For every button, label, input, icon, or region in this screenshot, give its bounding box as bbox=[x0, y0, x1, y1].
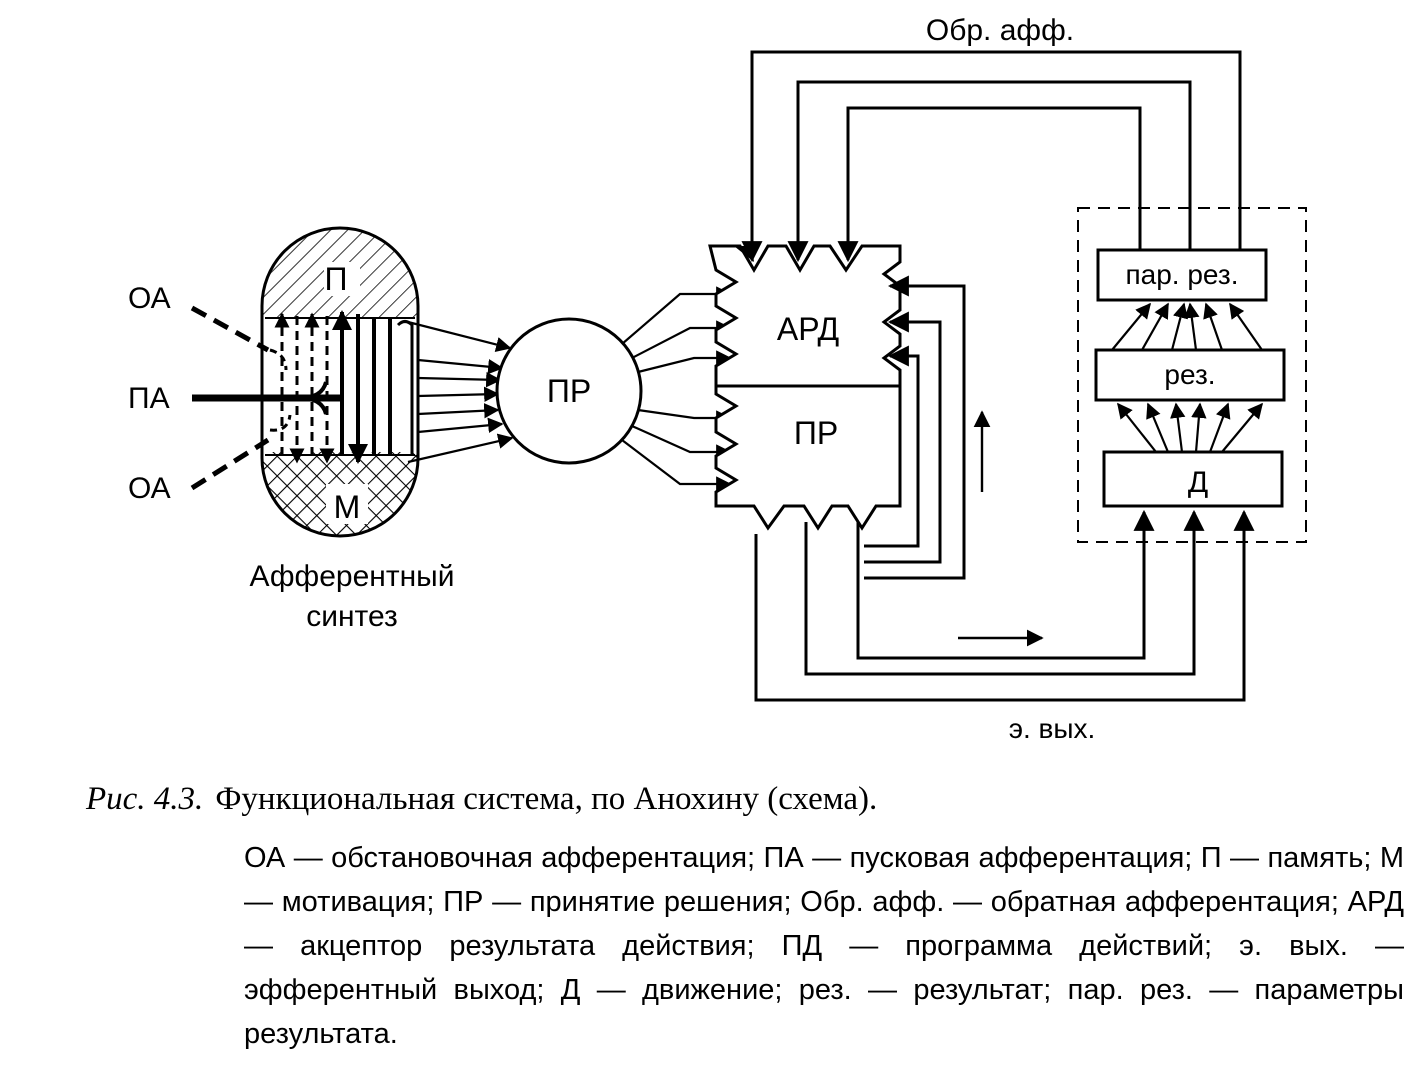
figure-title: Функциональная система, по Анохину (схем… bbox=[215, 781, 878, 817]
figure-number: Рис. 4.3. bbox=[86, 781, 204, 817]
feedback-label: Обр. афф. bbox=[926, 14, 1074, 47]
synthesis-to-decision-arrows bbox=[407, 320, 514, 464]
result-to-params-arrows bbox=[1111, 302, 1263, 351]
result-params-box bbox=[1096, 248, 1268, 302]
figure-legend: ОА — обстановочная афферентация; ПА — пу… bbox=[244, 842, 1404, 1050]
result-params-label: пар. рез. bbox=[1125, 259, 1238, 290]
figure-caption: Рис. 4.3. Функциональная система, по Анох… bbox=[86, 778, 1406, 820]
efferent-output-label: э. вых. bbox=[1009, 713, 1096, 744]
pa-label: ПА bbox=[128, 382, 170, 415]
efferent-output-lines bbox=[754, 509, 1255, 702]
decision-node bbox=[495, 317, 643, 465]
synthesis-caption-line1: Афферентный bbox=[250, 560, 455, 593]
program-label: ПР bbox=[794, 415, 838, 451]
oa-bottom-label: ОА bbox=[128, 472, 171, 505]
motivation-label: М bbox=[334, 489, 361, 525]
result-label: рез. bbox=[1164, 359, 1215, 390]
feedback-loops bbox=[741, 50, 1242, 263]
decision-to-acceptor-arrows bbox=[621, 286, 732, 492]
movement-label: Д bbox=[1188, 466, 1208, 499]
acceptor-program-block bbox=[708, 244, 902, 531]
functional-system-diagram: П М ОА ПА ОА Афферентный синтез bbox=[128, 14, 1307, 744]
acceptor-label: АРД bbox=[777, 311, 840, 347]
synthesis-caption-line2: синтез bbox=[306, 600, 398, 633]
synthesis-internal-lines bbox=[269, 310, 414, 464]
oa-top-label: ОА bbox=[128, 282, 171, 315]
memory-label: П bbox=[325, 261, 348, 297]
movement-to-result-arrows bbox=[1117, 402, 1263, 453]
decision-label: ПР bbox=[547, 373, 591, 409]
afferent-synthesis-block: П М bbox=[260, 226, 420, 538]
afferent-inputs bbox=[190, 305, 340, 491]
movement-box bbox=[1102, 450, 1284, 508]
result-box bbox=[1094, 348, 1286, 402]
acceptor-return-loops bbox=[864, 275, 991, 580]
